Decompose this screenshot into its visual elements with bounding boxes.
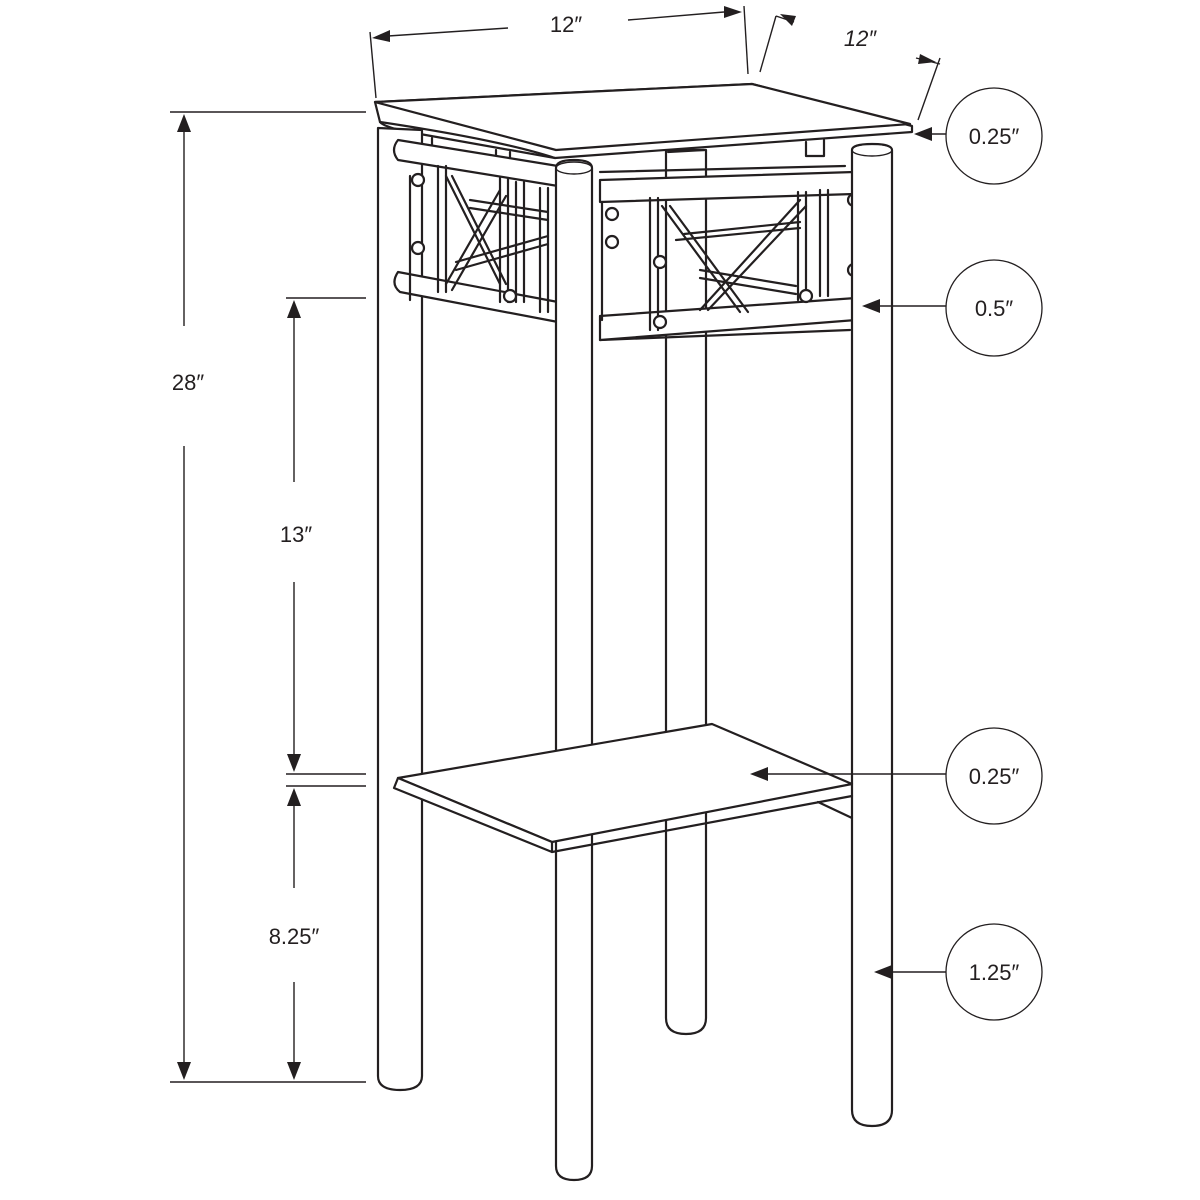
leg-diameter-callout: 1.25″	[874, 923, 1043, 1021]
left-frame-rails	[392, 138, 560, 324]
depth-dimension: 12″	[759, 14, 941, 121]
plant-stand-drawing	[373, 82, 914, 1182]
back-right-leg	[664, 148, 708, 1036]
bottom-shelf	[392, 722, 854, 854]
depth-label: 12″	[844, 26, 877, 51]
callouts: 0.25″ 0.5″ 0.25″ 1.25″	[750, 87, 1043, 1021]
bottom-clearance-dimension: 8.25″	[269, 785, 366, 1080]
shelf-clearance-dimension: 13″	[280, 297, 366, 775]
frame-rail-callout: 0.5″	[862, 259, 1043, 357]
rear-right-leg	[850, 142, 894, 1128]
dimension-lines: 12″ 12″ 28″	[170, 5, 941, 1083]
top-thickness-label: 0.25″	[969, 124, 1020, 149]
front-right-leg	[554, 158, 594, 1182]
height-dimension: 28″	[170, 111, 366, 1083]
height-label: 28″	[172, 370, 204, 395]
frame-rail-label: 0.5″	[975, 296, 1014, 321]
width-dimension: 12″	[369, 5, 749, 99]
shelf-clearance-label: 13″	[280, 522, 312, 547]
front-left-leg	[376, 126, 424, 1092]
bottom-clearance-label: 8.25″	[269, 924, 320, 949]
front-frame-rails	[598, 170, 863, 342]
table-top	[373, 82, 914, 160]
width-label: 12″	[550, 12, 582, 37]
left-lattice-panel	[408, 164, 550, 314]
top-thickness-callout: 0.25″	[914, 87, 1043, 185]
leg-diameter-label: 1.25″	[969, 960, 1020, 985]
shelf-thickness-callout: 0.25″	[750, 727, 1043, 825]
shelf-thickness-label: 0.25″	[969, 764, 1020, 789]
